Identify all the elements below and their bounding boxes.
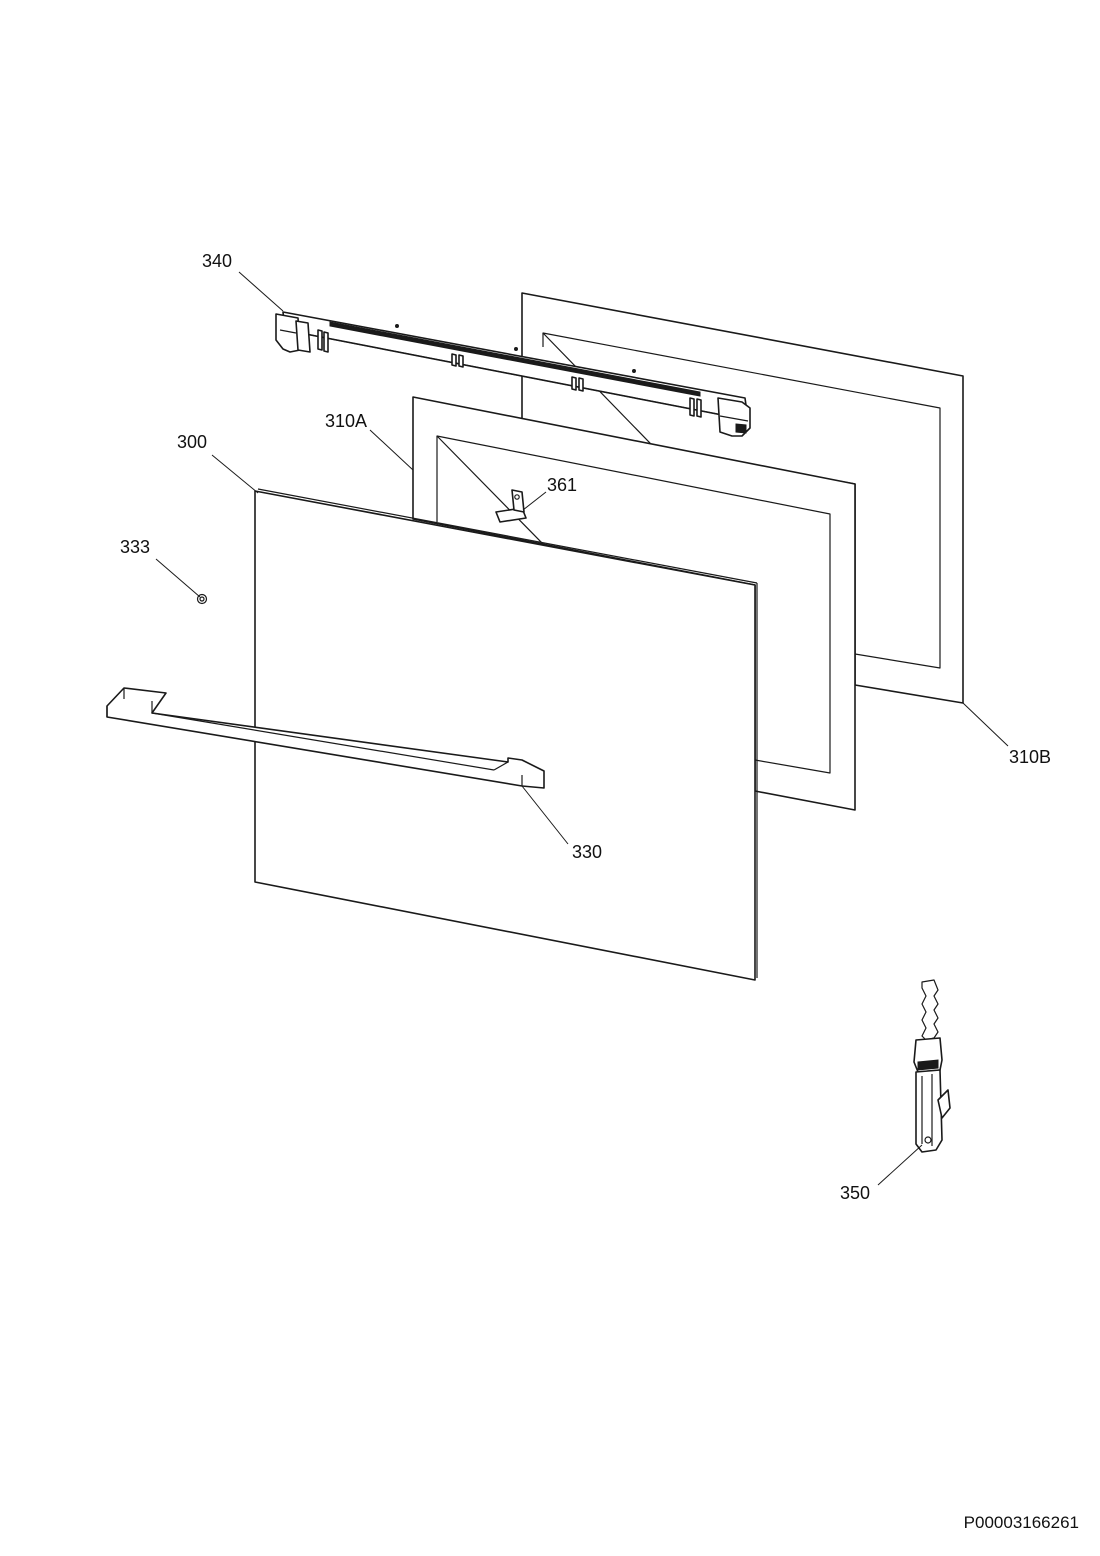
- leader-lines: [155, 271, 1009, 1186]
- label-340: 340: [202, 251, 232, 271]
- label-330: 330: [572, 842, 602, 862]
- label-300: 300: [177, 432, 207, 452]
- part-300-outer-door-glass: [254, 488, 758, 981]
- part-330-door-handle: [106, 687, 545, 789]
- part-333-screw: [196, 593, 208, 605]
- label-310b: 310B: [1009, 747, 1051, 767]
- label-361: 361: [547, 475, 577, 495]
- part-361-clip: [495, 489, 527, 523]
- part-340-top-profile: [275, 311, 751, 437]
- document-number: P00003166261: [964, 1513, 1079, 1532]
- label-350: 350: [840, 1183, 870, 1203]
- label-310a: 310A: [325, 411, 367, 431]
- part-350-hinge: [913, 979, 951, 1153]
- label-333: 333: [120, 537, 150, 557]
